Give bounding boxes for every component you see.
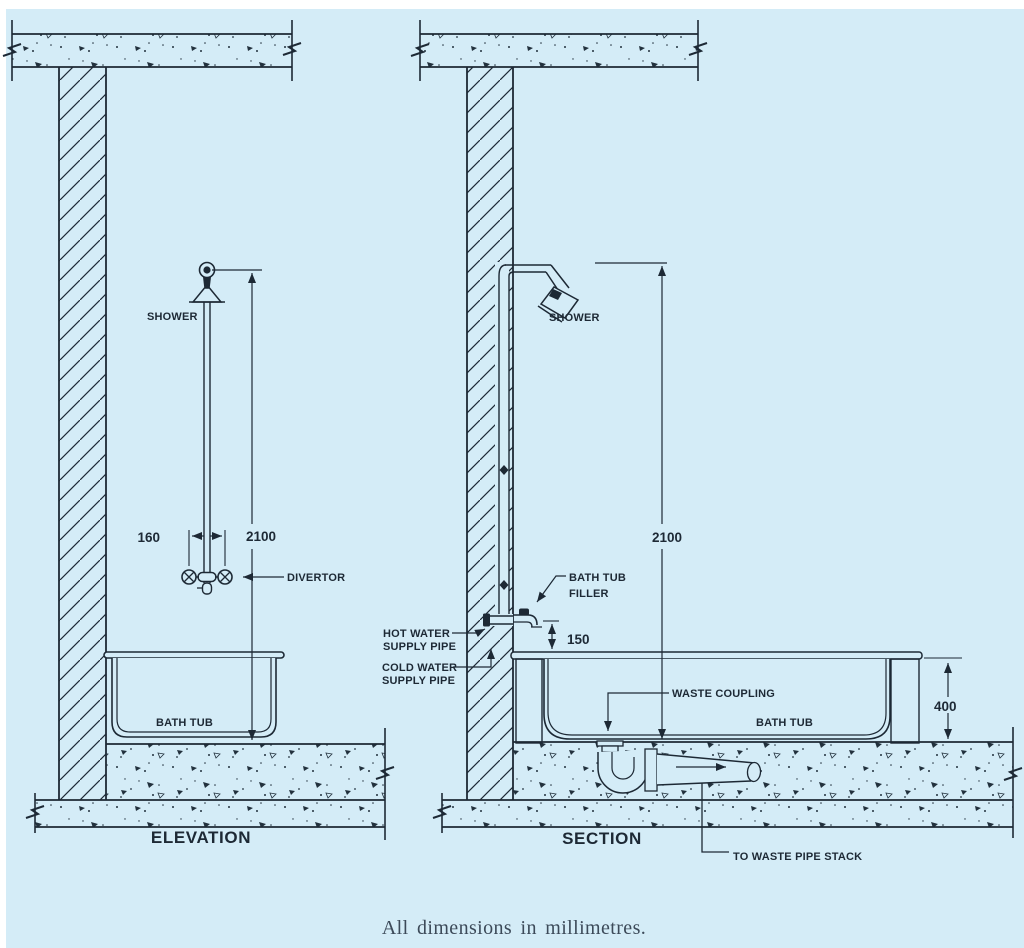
- p-trap: [597, 750, 649, 794]
- tub-outer-shell: [111, 658, 277, 738]
- waste-stack-leader: TO WASTE PIPE STACK: [701, 783, 862, 863]
- break-mark: [2, 43, 22, 57]
- bathtub-filler: [483, 608, 559, 628]
- section-view: SHOWER BATH TUB 150: [382, 20, 1023, 863]
- tub-outer-shell: [543, 659, 891, 740]
- section-ceiling-slab: [410, 20, 708, 81]
- elevation-title: ELEVATION: [151, 828, 251, 847]
- elevation-wall: [58, 67, 107, 800]
- elevation-floor: [25, 728, 395, 840]
- bathtub-filler-label-2: FILLER: [569, 588, 609, 600]
- tub-inner-shell: [116, 658, 272, 733]
- waste-stack-label: TO WASTE PIPE STACK: [733, 851, 862, 863]
- elevation-divertor: [181, 569, 233, 595]
- divertor-spout: [201, 582, 213, 595]
- hot-water-label-2: SUPPLY PIPE: [383, 641, 456, 653]
- elevation-shower: SHOWER: [147, 261, 225, 570]
- dim-400-value: 400: [934, 699, 957, 714]
- dim-150-value: 150: [567, 632, 590, 647]
- shower-label: SHOWER: [147, 311, 198, 323]
- tub-support-left: [515, 658, 543, 744]
- divertor-body: [197, 571, 217, 583]
- break-mark: [282, 42, 302, 56]
- waste-pipe: [657, 754, 755, 785]
- cold-water-leader: COLD WATER SUPPLY PIPE: [382, 649, 495, 687]
- elevation-view: BATH TUB SHOWER: [2, 20, 395, 847]
- bathtub-filler-label-1: BATH TUB: [569, 572, 626, 584]
- trap-union: [644, 748, 658, 792]
- dimension-160: 160: [137, 530, 226, 566]
- hot-water-leader: HOT WATER SUPPLY PIPE: [383, 628, 486, 653]
- divertor-label: DIVERTOR: [287, 572, 345, 584]
- filler-knob: [519, 608, 529, 616]
- section-shower-pipe: SHOWER: [495, 262, 600, 620]
- dimension-400: 400: [924, 657, 962, 739]
- tub-rim: [510, 651, 923, 660]
- dim-160-value: 160: [137, 530, 160, 545]
- shower-label: SHOWER: [549, 312, 600, 324]
- filler-spout: [513, 614, 538, 626]
- bathtub-label: BATH TUB: [756, 717, 813, 729]
- shower-pipe: [203, 302, 211, 570]
- section-title: SECTION: [562, 829, 642, 848]
- dimension-150: 150: [548, 624, 590, 649]
- break-mark: [375, 766, 395, 780]
- elevation-bathtub: BATH TUB: [103, 651, 285, 738]
- break-mark: [688, 42, 708, 56]
- waste-coupling: [596, 740, 624, 747]
- dim-2100-value: 2100: [652, 530, 682, 545]
- divertor-leader: DIVERTOR: [243, 572, 345, 584]
- break-mark: [1003, 767, 1023, 781]
- pipe-clamp: [499, 580, 509, 590]
- waste-coupling-label: WASTE COUPLING: [672, 688, 775, 700]
- tub-rim: [103, 651, 285, 659]
- section-bathtub: BATH TUB: [510, 651, 923, 744]
- dimension-2100-section: 2100: [595, 262, 682, 739]
- section-floor: [432, 727, 1023, 838]
- break-mark: [410, 43, 430, 57]
- dim-2100-value: 2100: [246, 529, 276, 544]
- waste-coupling-leader: WASTE COUPLING: [604, 688, 775, 731]
- break-mark: [25, 805, 45, 819]
- pipe-clamp: [499, 465, 509, 475]
- tub-inner-shell: [547, 659, 887, 736]
- break-mark: [432, 805, 452, 819]
- waste-assembly: [596, 740, 762, 794]
- cold-water-label-2: SUPPLY PIPE: [382, 675, 455, 687]
- bathtub-label: BATH TUB: [156, 717, 213, 729]
- hot-water-label-1: HOT WATER: [383, 628, 450, 640]
- tub-support-right: [890, 658, 920, 744]
- cold-water-label-1: COLD WATER: [382, 662, 457, 674]
- filler-leader: BATH TUB FILLER: [536, 572, 626, 603]
- drawing-caption: All dimensions in millimetres.: [382, 917, 646, 939]
- waste-pipe-end: [746, 761, 762, 783]
- elevation-ceiling-slab: [2, 20, 302, 81]
